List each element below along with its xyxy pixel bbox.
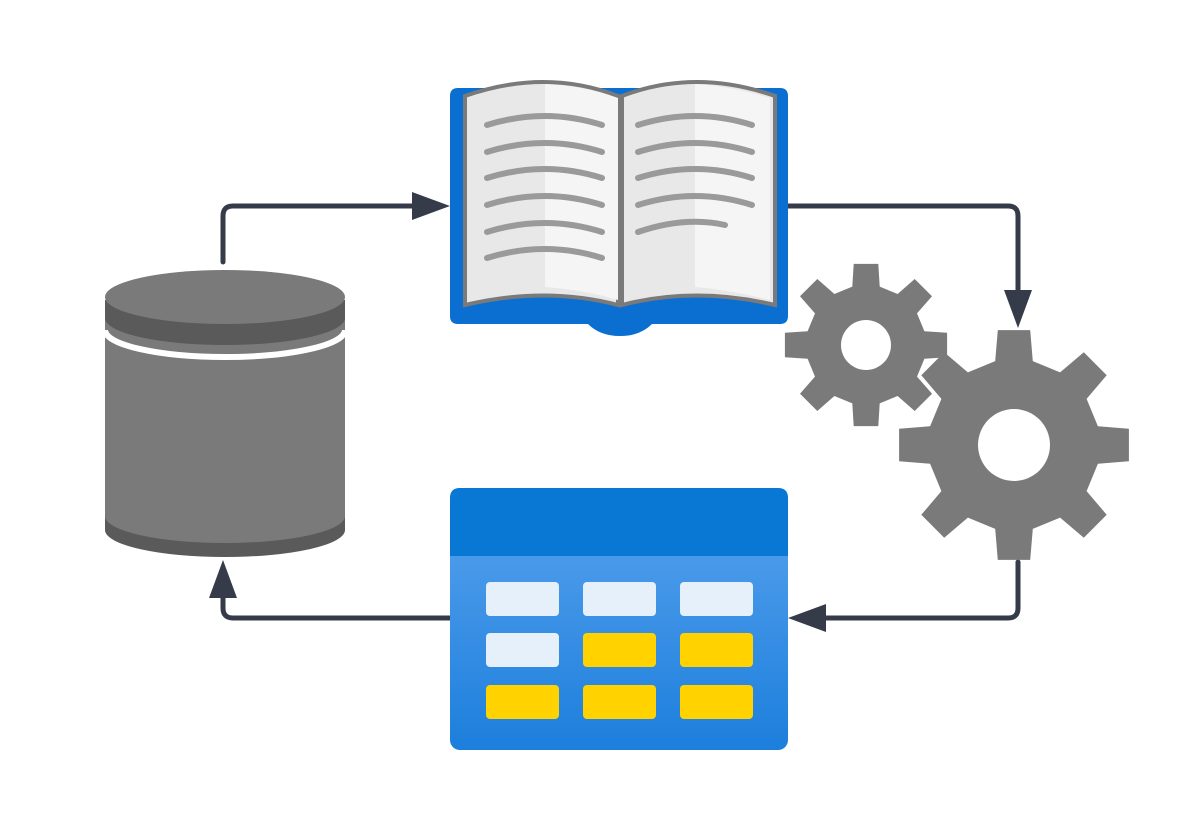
connector-database-to-book [220, 203, 415, 265]
arrowhead-to-table [788, 604, 826, 632]
grid-cell-empty [680, 582, 753, 616]
data-grid-icon [450, 488, 788, 750]
grid-cell-empty [486, 633, 559, 667]
arrowheads [209, 192, 1032, 632]
grid-cell-filled [680, 685, 753, 719]
arrowhead-to-book [412, 192, 450, 220]
gears-icon [784, 263, 1129, 560]
grid-cell-filled [583, 685, 656, 719]
connector-table-to-database [220, 595, 453, 621]
arrowhead-to-database [209, 560, 237, 598]
grid-cell-filled [680, 633, 753, 667]
grid-cell-filled [583, 633, 656, 667]
grid-cell-empty [486, 582, 559, 616]
connectors [220, 203, 1021, 621]
connector-book-to-gears [785, 203, 1021, 295]
arrowhead-to-gears [1004, 290, 1032, 328]
grid-cells [486, 582, 753, 719]
small-gear-icon [784, 263, 948, 427]
connector-gears-to-table [823, 559, 1021, 621]
database-icon [102, 270, 348, 557]
large-gear-icon [899, 330, 1129, 560]
grid-cell-filled [486, 685, 559, 719]
grid-cell-empty [583, 582, 656, 616]
open-book-icon [450, 80, 788, 336]
grid-header [450, 488, 788, 556]
